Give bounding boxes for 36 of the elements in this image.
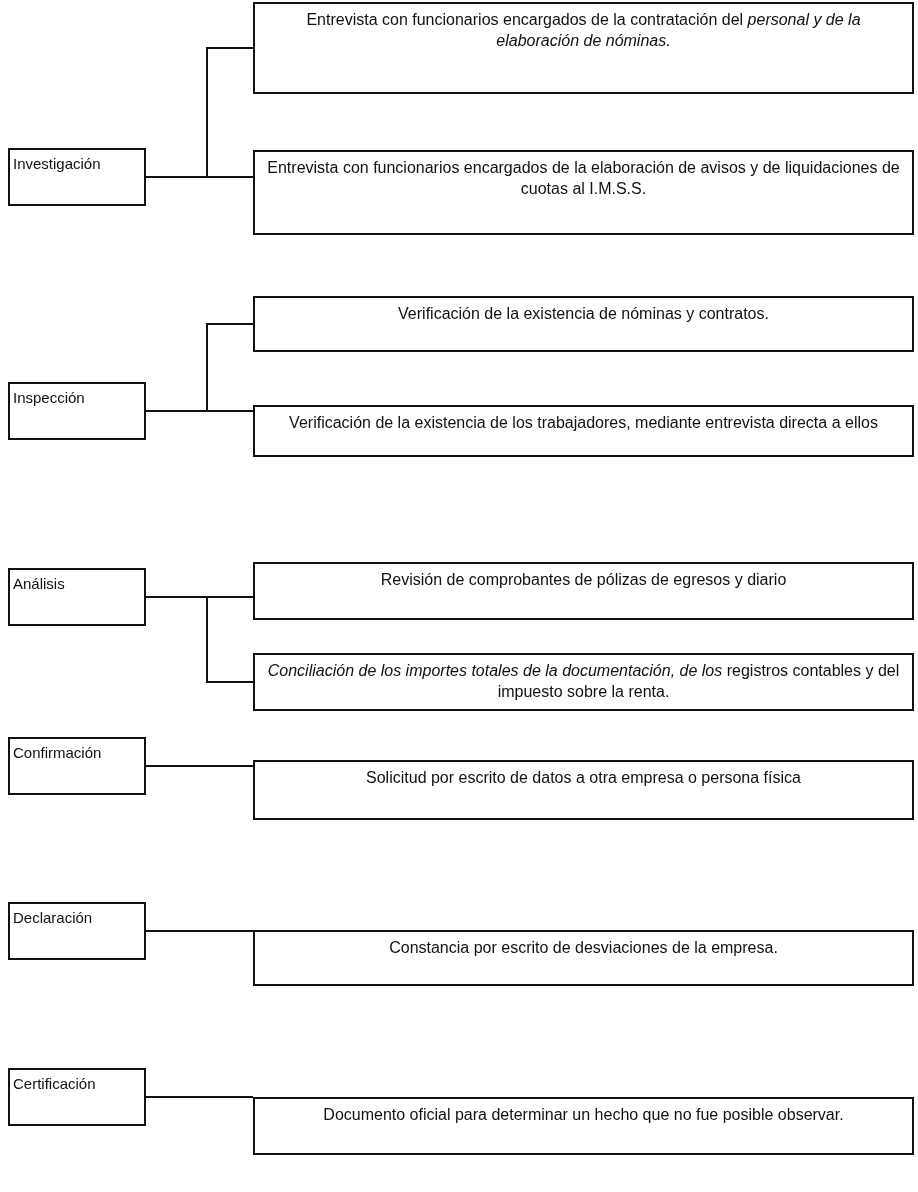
description-box bbox=[253, 760, 914, 820]
category-box bbox=[8, 148, 146, 206]
connector-line bbox=[145, 176, 254, 178]
connector-line bbox=[145, 765, 254, 767]
category-box bbox=[8, 568, 146, 626]
description-box bbox=[253, 653, 914, 711]
description-box bbox=[253, 562, 914, 620]
description-box bbox=[253, 296, 914, 352]
box-text: Análisis bbox=[13, 574, 66, 594]
box-text: Verificación de la existencia de nóminas y contratos. bbox=[397, 304, 770, 324]
description-box bbox=[253, 405, 914, 457]
description-box bbox=[253, 930, 914, 986]
connector-line bbox=[145, 1096, 254, 1098]
box-text: Certificación bbox=[13, 1074, 97, 1094]
box-text: Declaración bbox=[13, 908, 94, 928]
category-box bbox=[8, 737, 146, 795]
category-box bbox=[8, 1068, 146, 1126]
box-text: Investigación bbox=[13, 154, 102, 174]
description-box bbox=[253, 1097, 914, 1155]
box-text: Revisión de comprobantes de pólizas de egresos y diario bbox=[379, 570, 788, 590]
description-box bbox=[253, 150, 914, 235]
box-text: Entrevista con funcionarios encargados de la elaboración de avisos y de liquidaciones de cuotas al I.M.S.S. bbox=[266, 158, 901, 199]
description-box bbox=[253, 2, 914, 94]
box-text: Verificación de la existencia de los trabajadores, mediante entrevista directa a ellos bbox=[288, 413, 879, 433]
box-text: Documento oficial para determinar un hecho que no fue posible observar. bbox=[322, 1105, 845, 1125]
category-box bbox=[8, 902, 146, 960]
box-text: Entrevista con funcionarios encargados de la contratación del personal y de la elaboración de nóminas. bbox=[305, 10, 862, 51]
box-text: Solicitud por escrito de datos a otra empresa o persona física bbox=[365, 768, 802, 788]
connector-line bbox=[145, 596, 254, 683]
connector-line bbox=[145, 930, 254, 932]
box-text: Conciliación de los importes totales de la documentación, de los registros contables y del impuesto sobre la renta. bbox=[266, 661, 901, 702]
box-text: Confirmación bbox=[13, 743, 103, 763]
box-text: Inspección bbox=[13, 388, 86, 408]
connector-line bbox=[145, 410, 254, 412]
box-text: Constancia por escrito de desviaciones de la empresa. bbox=[388, 938, 779, 958]
category-box bbox=[8, 382, 146, 440]
